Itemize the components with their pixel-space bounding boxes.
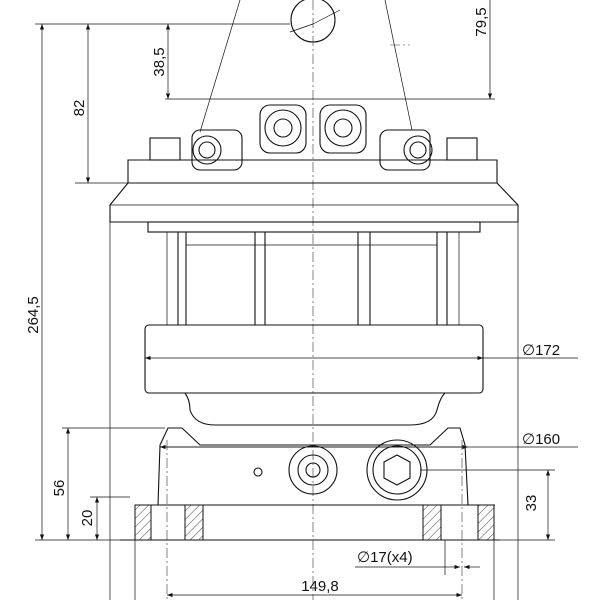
base <box>120 427 500 541</box>
hydraulic-fittings <box>149 104 478 171</box>
dim-top-to-flange: 82 <box>71 100 88 117</box>
dim-body-diameter: ∅172 <box>522 342 560 359</box>
body-ring <box>144 324 484 394</box>
dim-top-to-ports: 38,5 <box>151 47 168 76</box>
dim-foot-height: 20 <box>79 510 96 527</box>
foot-section <box>134 504 152 541</box>
bearing-bowl <box>184 392 446 426</box>
dim-total-height: 264,5 <box>25 296 42 334</box>
foot-section <box>422 504 442 541</box>
foot-section <box>184 504 204 541</box>
dim-port-height: 33 <box>523 495 540 512</box>
dim-right-height: 79,5 <box>473 7 490 36</box>
top-attachment <box>199 0 413 133</box>
dim-hole-diameter: ∅17(x4) <box>357 549 413 566</box>
dim-hole-spacing: 149,8 <box>301 578 339 595</box>
dimension-lines <box>35 0 578 600</box>
dim-base-height: 56 <box>51 480 68 497</box>
top-flange <box>109 159 519 233</box>
dim-base-diameter: ∅160 <box>522 431 560 448</box>
foot-section <box>477 504 495 541</box>
